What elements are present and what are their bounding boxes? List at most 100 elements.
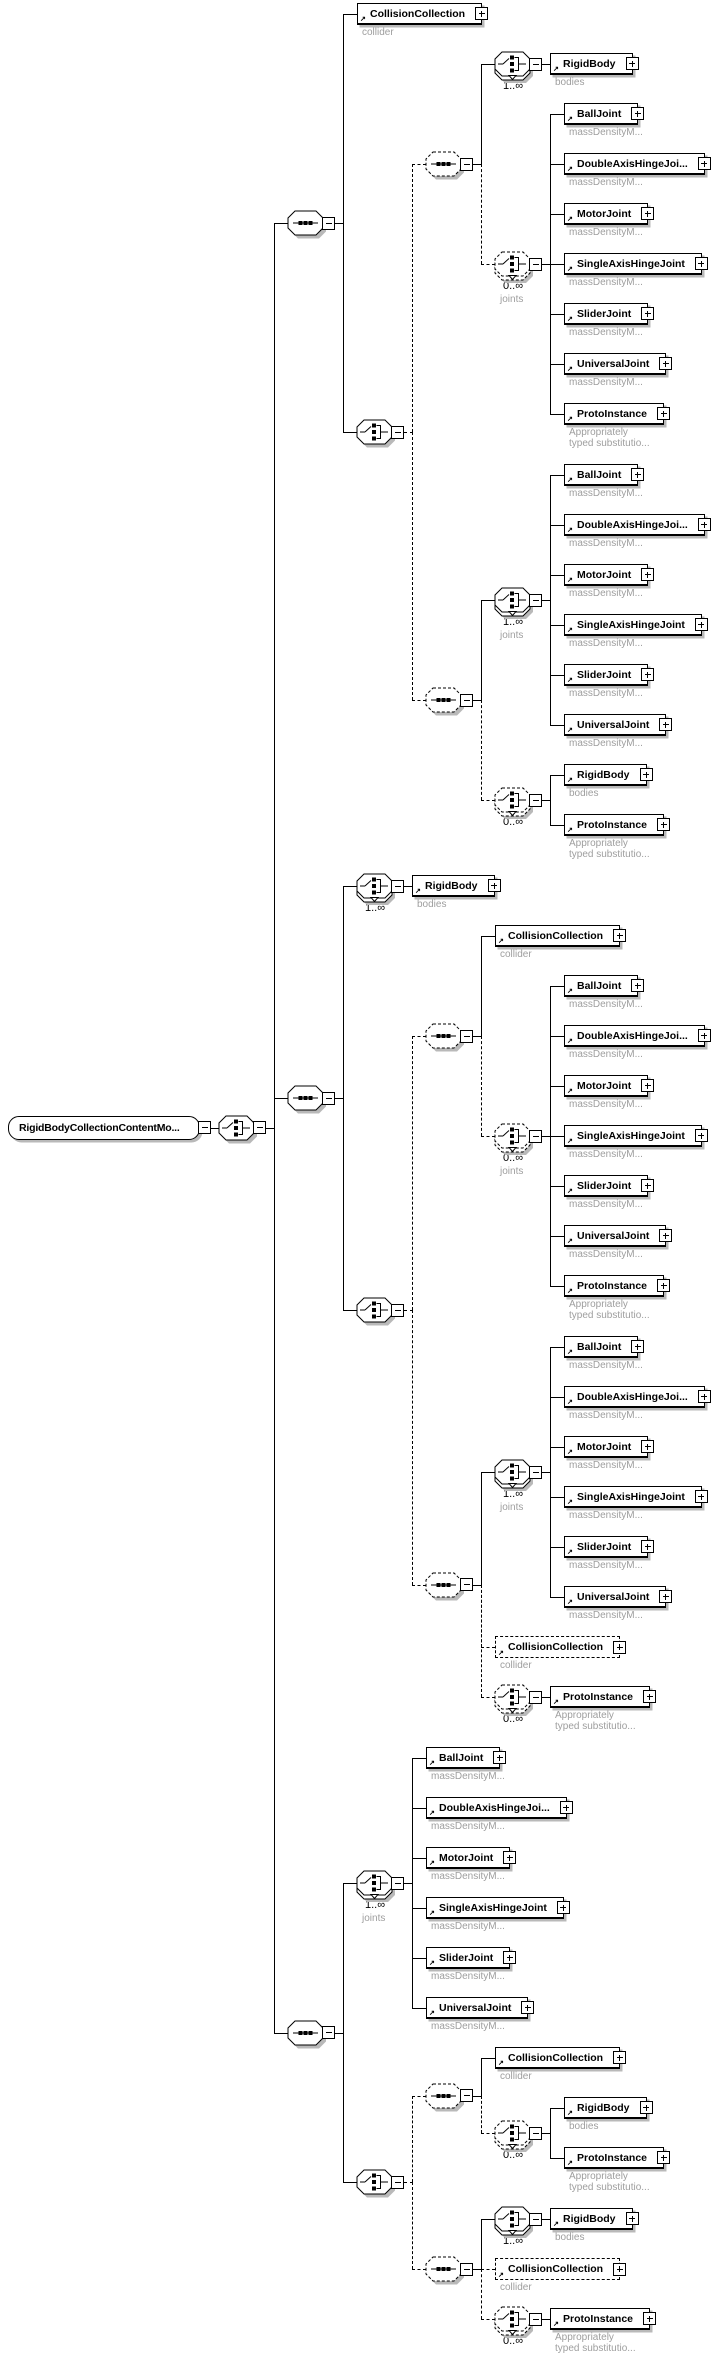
element-MotorJoint[interactable]: ↗MotorJoint (564, 1436, 655, 1458)
expand-toggle[interactable] (694, 1490, 708, 1503)
collapse-toggle[interactable] (460, 1578, 473, 1591)
expand-toggle[interactable] (487, 879, 501, 892)
element-BallJoint[interactable]: ↗BallJoint (564, 103, 645, 125)
element-ProtoInstance[interactable]: ↗ProtoInstance (550, 2308, 657, 2330)
expand-toggle[interactable] (697, 1029, 711, 1042)
collapse-toggle[interactable] (460, 2089, 473, 2102)
element-SingleAxisHingeJoint[interactable]: ↗SingleAxisHingeJoint (564, 253, 708, 275)
expand-toggle[interactable] (641, 307, 655, 320)
collapse-toggle[interactable] (529, 1465, 542, 1479)
expand-toggle[interactable] (521, 2001, 535, 2014)
sequence-icon[interactable] (423, 1570, 483, 1620)
expand-toggle[interactable] (503, 1951, 517, 1964)
expand-toggle[interactable] (659, 1590, 673, 1603)
sequence-icon[interactable] (423, 149, 483, 199)
expand-toggle[interactable] (657, 1279, 671, 1292)
element-SingleAxisHingeJoint[interactable]: ↗SingleAxisHingeJoint (564, 1486, 708, 1508)
expand-toggle[interactable] (631, 107, 645, 120)
element-SliderJoint[interactable]: ↗SliderJoint (564, 303, 655, 325)
expand-toggle[interactable] (631, 1340, 645, 1353)
collapse-toggle[interactable] (529, 57, 542, 71)
expand-toggle[interactable] (503, 1851, 517, 1864)
element-UniversalJoint[interactable]: ↗UniversalJoint (564, 353, 673, 375)
expand-toggle[interactable] (641, 1179, 655, 1192)
element-RigidBody[interactable]: ↗RigidBody (564, 2097, 653, 2119)
sequence-icon[interactable] (285, 208, 345, 258)
expand-toggle[interactable] (659, 718, 673, 731)
element-MotorJoint[interactable]: ↗MotorJoint (564, 564, 655, 586)
element-DoubleAxisHingeJoi[interactable]: ↗DoubleAxisHingeJoi... (564, 514, 711, 536)
element-BallJoint[interactable]: ↗BallJoint (564, 1336, 645, 1358)
element-RigidBody[interactable]: ↗RigidBody (564, 764, 653, 786)
element-BallJoint[interactable]: ↗BallJoint (564, 975, 645, 997)
collapse-toggle[interactable] (391, 2175, 404, 2189)
element-RigidBody[interactable]: ↗RigidBody (550, 53, 639, 75)
choice-icon[interactable] (354, 1295, 414, 1345)
expand-toggle[interactable] (556, 1901, 570, 1914)
element-ProtoInstance[interactable]: ↗ProtoInstance (564, 2147, 671, 2169)
element-UniversalJoint[interactable]: ↗UniversalJoint (564, 714, 673, 736)
expand-toggle[interactable] (694, 618, 708, 631)
element-CollisionCollection[interactable]: ↗CollisionCollection (357, 3, 489, 25)
expand-toggle[interactable] (613, 2051, 627, 2064)
expand-toggle[interactable] (643, 2312, 657, 2325)
expand-toggle[interactable] (657, 2151, 671, 2164)
choice-icon[interactable] (354, 417, 414, 467)
element-CollisionCollection[interactable]: ↗CollisionCollection (495, 2047, 627, 2069)
expand-toggle[interactable] (639, 2101, 653, 2114)
collapse-toggle[interactable] (529, 2126, 542, 2140)
choice-icon[interactable] (492, 249, 552, 299)
choice-icon[interactable] (354, 871, 414, 921)
element-RigidBody[interactable]: ↗RigidBody (412, 875, 501, 897)
element-SingleAxisHingeJoint[interactable]: ↗SingleAxisHingeJoint (426, 1897, 570, 1919)
expand-toggle[interactable] (697, 518, 711, 531)
collapse-toggle[interactable] (460, 2262, 473, 2276)
element-RigidBodyCollectionContentMo[interactable]: RigidBodyCollectionContentMo... (8, 1115, 200, 1140)
expand-toggle[interactable] (697, 157, 711, 170)
expand-toggle[interactable] (697, 1390, 711, 1403)
choice-icon[interactable] (354, 2167, 414, 2217)
element-SliderJoint[interactable]: ↗SliderJoint (564, 1175, 655, 1197)
choice-icon[interactable] (492, 1121, 552, 1171)
collapse-toggle[interactable] (529, 1690, 542, 1704)
expand-toggle[interactable] (613, 1640, 627, 1654)
expand-toggle[interactable] (641, 568, 655, 581)
collapse-toggle[interactable] (529, 1129, 542, 1143)
collapse-toggle[interactable] (460, 157, 473, 171)
element-MotorJoint[interactable]: ↗MotorJoint (564, 1075, 655, 1097)
element-ProtoInstance[interactable]: ↗ProtoInstance (564, 814, 671, 836)
expand-toggle[interactable] (631, 979, 645, 992)
element-ProtoInstance[interactable]: ↗ProtoInstance (550, 1686, 657, 1708)
element-SliderJoint[interactable]: ↗SliderJoint (564, 664, 655, 686)
expand-toggle[interactable] (641, 1079, 655, 1092)
expand-toggle[interactable] (625, 57, 639, 70)
element-CollisionCollection[interactable]: ↗CollisionCollection (495, 1636, 627, 1658)
expand-toggle[interactable] (694, 1129, 708, 1142)
element-UniversalJoint[interactable]: ↗UniversalJoint (564, 1225, 673, 1247)
element-MotorJoint[interactable]: ↗MotorJoint (564, 203, 655, 225)
expand-toggle[interactable] (694, 257, 708, 270)
element-BallJoint[interactable]: ↗BallJoint (426, 1747, 507, 1769)
expand-toggle[interactable] (613, 929, 627, 942)
collapse-toggle[interactable] (391, 879, 404, 893)
collapse-toggle[interactable] (391, 1303, 404, 1317)
collapse-toggle[interactable] (322, 216, 335, 230)
expand-toggle[interactable] (641, 668, 655, 681)
choice-icon[interactable] (492, 1457, 552, 1507)
expand-toggle[interactable] (613, 2262, 627, 2276)
element-CollisionCollection[interactable]: ↗CollisionCollection (495, 925, 627, 947)
element-UniversalJoint[interactable]: ↗UniversalJoint (426, 1997, 535, 2019)
element-SingleAxisHingeJoint[interactable]: ↗SingleAxisHingeJoint (564, 1125, 708, 1147)
element-DoubleAxisHingeJoi[interactable]: ↗DoubleAxisHingeJoi... (564, 153, 711, 175)
element-DoubleAxisHingeJoi[interactable]: ↗DoubleAxisHingeJoi... (426, 1797, 573, 1819)
expand-toggle[interactable] (559, 1801, 573, 1814)
element-DoubleAxisHingeJoi[interactable]: ↗DoubleAxisHingeJoi... (564, 1386, 711, 1408)
expand-toggle[interactable] (659, 357, 673, 370)
expand-toggle[interactable] (643, 1690, 657, 1703)
collapse-toggle[interactable] (529, 257, 542, 271)
choice-icon[interactable] (492, 2204, 552, 2254)
choice-icon[interactable] (492, 2304, 552, 2354)
choice-icon[interactable] (492, 49, 552, 99)
collapse-toggle[interactable] (529, 2312, 542, 2326)
collapse-toggle[interactable] (391, 1876, 404, 1890)
